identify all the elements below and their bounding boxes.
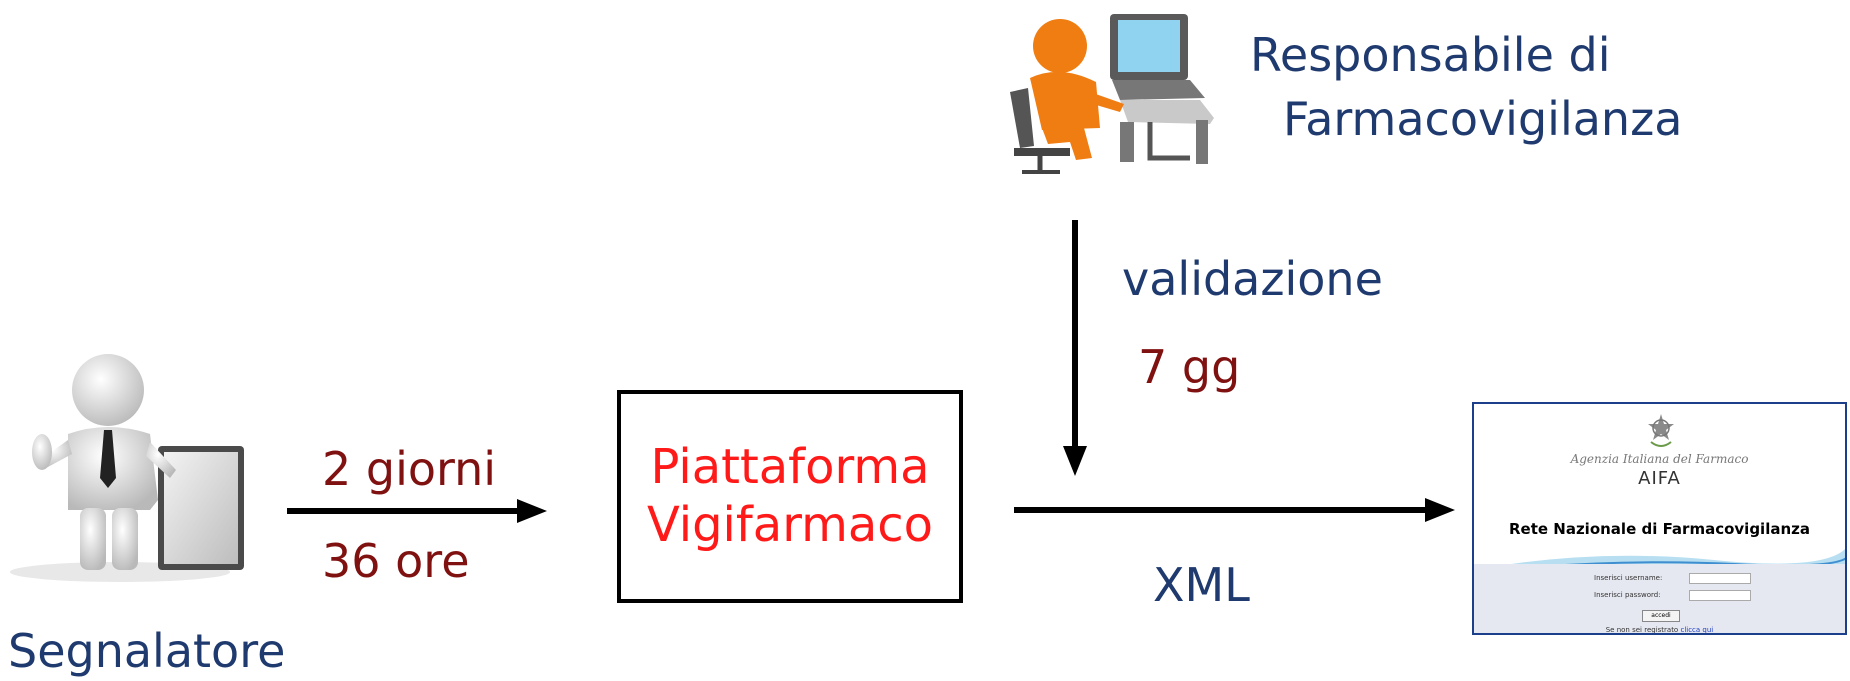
- validation-label: validazione: [1122, 252, 1383, 306]
- manager-at-computer-icon: [1010, 14, 1214, 174]
- username-prompt: Inserisci username:: [1594, 574, 1663, 582]
- reporter-label: Segnalatore: [8, 624, 286, 678]
- arrow-platform-to-network: [1014, 498, 1455, 522]
- arrow-reporter-to-platform: [287, 499, 547, 523]
- aifa-network-screenshot: Agenzia Italiana del Farmaco AIFA Rete N…: [1472, 402, 1847, 635]
- aifa-logo-text: AIFA: [1638, 468, 1681, 489]
- username-field[interactable]: [1689, 573, 1751, 584]
- password-prompt: Inserisci password:: [1594, 591, 1661, 599]
- login-button[interactable]: accedi: [1642, 610, 1680, 622]
- register-prefix: Se non sei registrato: [1605, 626, 1679, 634]
- aifa-agency-name: Agenzia Italiana del Farmaco: [1570, 452, 1749, 466]
- aifa-network-title: Rete Nazionale di Farmacovigilanza: [1508, 520, 1810, 538]
- register-text: Se non sei registrato clicca qui: [1474, 626, 1845, 634]
- platform-name-line1: Piattaforma: [650, 438, 930, 495]
- time-label-2-days: 2 giorni: [322, 442, 497, 496]
- reporter-figure: [10, 354, 244, 582]
- arrow-validation-down: [1063, 220, 1087, 476]
- platform-name-line2: Vigifarmaco: [646, 496, 934, 553]
- password-field[interactable]: [1689, 590, 1751, 601]
- manager-label-line1: Responsabile di: [1250, 28, 1611, 82]
- manager-label-line2: Farmacovigilanza: [1283, 92, 1683, 146]
- xml-label: XML: [1153, 558, 1250, 612]
- aifa-login-form: Inserisci username: Inserisci password: …: [1474, 564, 1845, 634]
- vigifarmaco-platform-box: Piattaforma Vigifarmaco: [617, 390, 963, 603]
- validation-time-label: 7 gg: [1138, 340, 1241, 394]
- italian-emblem-icon: [1648, 414, 1674, 447]
- register-link[interactable]: clicca qui: [1680, 626, 1714, 634]
- time-label-36-hours: 36 ore: [322, 534, 470, 588]
